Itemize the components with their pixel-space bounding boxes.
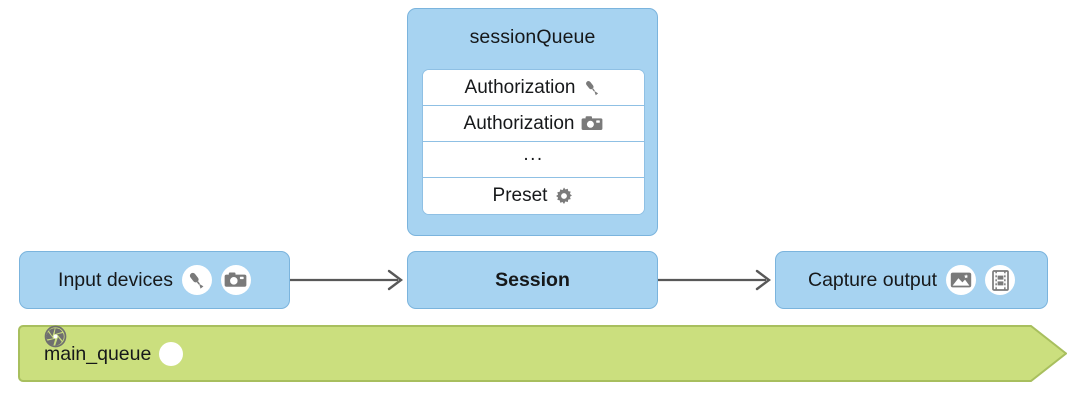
main-queue-bar: main_queue [18, 325, 1067, 382]
arrow-session-to-capture [658, 268, 775, 292]
list-item[interactable]: ... [423, 142, 644, 178]
capture-output-content: Capture output [776, 252, 1047, 308]
list-item-label: Authorization [463, 112, 575, 134]
microphone-icon [582, 78, 602, 98]
list-item[interactable]: Preset [423, 178, 644, 214]
list-item-label: Authorization [464, 76, 576, 98]
session-content: Session [408, 252, 657, 308]
list-item-label: Preset [492, 185, 548, 206]
film-icon [985, 265, 1015, 295]
camera-icon [220, 265, 251, 295]
capture-output-label: Capture output [807, 269, 937, 291]
gear-icon [554, 186, 574, 206]
session-queue-title: sessionQueue [469, 26, 596, 48]
session-box: Session [407, 251, 658, 309]
capture-output-box: Capture output [775, 251, 1048, 309]
aperture-icon [44, 325, 184, 366]
photo-icon [946, 265, 976, 295]
input-devices-label: Input devices [58, 269, 173, 291]
input-devices-box: Input devices [19, 251, 290, 309]
arrow-input-to-session [290, 268, 407, 292]
main-queue-content: main_queue [44, 325, 184, 382]
main-queue-label: main_queue [44, 342, 152, 365]
session-queue-list: Authorization Authorization [422, 69, 645, 215]
list-item[interactable]: Authorization [423, 106, 644, 142]
microphone-icon [181, 265, 212, 295]
session-queue-box: sessionQueue Authorization Authorization [407, 8, 658, 236]
list-item-label: ... [523, 143, 544, 165]
camera-icon [581, 115, 603, 133]
session-label: Session [495, 269, 570, 291]
input-devices-content: Input devices [20, 252, 289, 308]
list-item[interactable]: Authorization [423, 70, 644, 106]
